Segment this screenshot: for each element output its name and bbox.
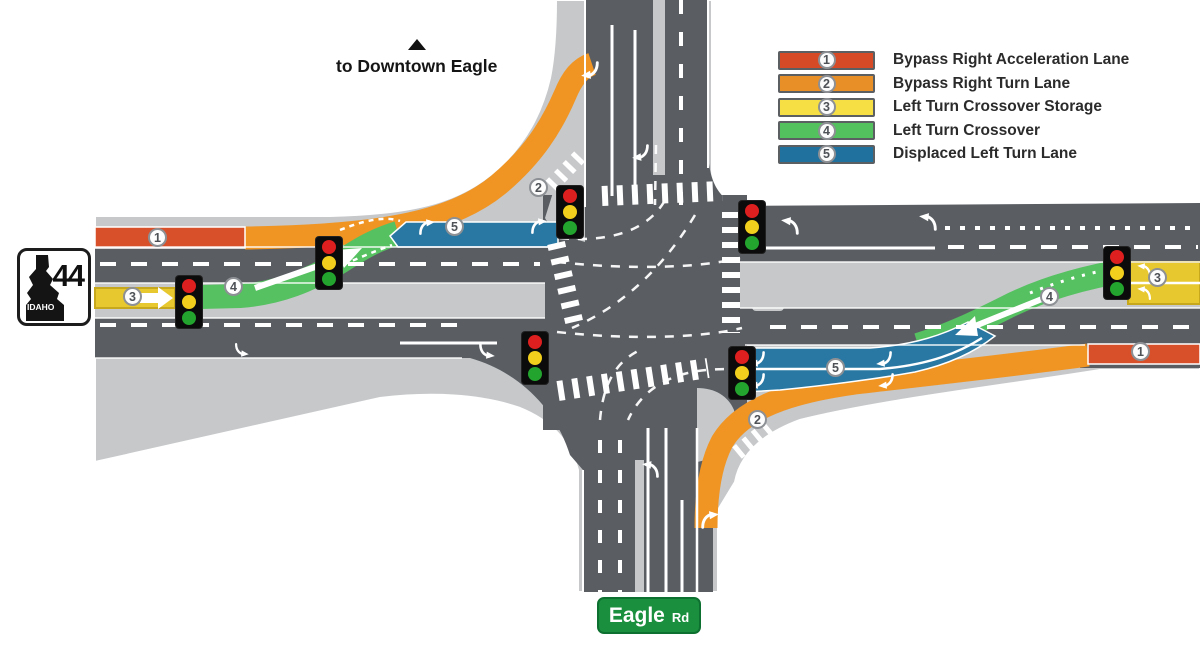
route-number: 44 [52, 258, 86, 293]
north-arrow-icon [408, 39, 426, 50]
legend-color-bar: 1 [778, 50, 875, 70]
legend-label: Bypass Right Turn Lane [893, 74, 1071, 92]
legend-color-bar: 2 [778, 74, 875, 93]
legend-badge: 2 [817, 74, 836, 93]
crosswalks [545, 146, 777, 459]
traffic-light-west-crossover [176, 276, 202, 328]
yellow-light [745, 220, 759, 234]
lane-marker-west-storage: 3 [123, 287, 142, 306]
red-light [182, 279, 196, 293]
crossover-arrowheads [140, 248, 978, 336]
lane-marker-east-storage: 3 [1148, 268, 1167, 287]
red-light [1110, 250, 1124, 264]
legend-item: 3 Left Turn Crossover Storage [778, 97, 1129, 117]
red-light [745, 204, 759, 218]
green-light [528, 367, 542, 381]
lane-marker-west-accel: 1 [148, 228, 167, 247]
eagle-rd-sign: Eagle Rd [597, 597, 701, 634]
lane-marker-west-displaced: 5 [445, 217, 464, 236]
traffic-light-east-crossover [1104, 247, 1130, 299]
legend-label: Left Turn Crossover [893, 121, 1040, 139]
green-light [1110, 282, 1124, 296]
legend-badge: 1 [817, 51, 836, 69]
traffic-light-west-median [316, 237, 342, 289]
legend-color-bar: 5 [778, 144, 875, 164]
traffic-light-northeast [739, 201, 765, 253]
legend-item: 4 Left Turn Crossover [778, 121, 1129, 141]
red-light [528, 335, 542, 349]
legend-badge: 4 [817, 121, 836, 140]
idaho-silhouette-icon [26, 255, 64, 321]
red-light [735, 350, 749, 364]
red-light [322, 240, 336, 254]
legend-color-bar: 3 [778, 97, 875, 117]
yellow-light [528, 351, 542, 365]
route-state-label: IDAHO [27, 302, 55, 312]
legend-badge: 5 [817, 145, 836, 163]
traffic-light-southeast [729, 347, 755, 399]
lane-marker-east-displaced: 5 [826, 358, 845, 377]
legend-item: 1 Bypass Right Acceleration Lane [778, 50, 1129, 70]
traffic-light-northwest [557, 186, 583, 238]
bypass-accel-lane-west [94, 226, 246, 249]
legend-item: 5 Displaced Left Turn Lane [778, 144, 1129, 164]
legend-item: 2 Bypass Right Turn Lane [778, 74, 1129, 94]
bypass-right-turn-lane-se [694, 343, 1090, 529]
road-name: Eagle [608, 603, 665, 627]
green-light [745, 236, 759, 250]
displaced-lane-east [744, 321, 997, 393]
intersection-guides [556, 144, 743, 421]
traffic-light-southwest [522, 332, 548, 384]
green-light [735, 382, 749, 396]
lane-marker-se-bypass: 2 [748, 410, 767, 429]
road-suffix: Rd [671, 609, 690, 625]
green-light [563, 221, 577, 235]
red-light [563, 189, 577, 203]
legend-label: Bypass Right Acceleration Lane [893, 51, 1130, 68]
legend-badge: 3 [817, 98, 836, 116]
green-light [322, 272, 336, 286]
lane-marker-east-crossover: 4 [1040, 287, 1059, 306]
lane-marker-nw-bypass: 2 [529, 178, 548, 197]
legend: 1 Bypass Right Acceleration Lane 2 Bypas… [778, 50, 1129, 164]
route-shield-id-44: 44 IDAHO [17, 248, 91, 326]
yellow-light [735, 366, 749, 380]
yellow-light [1110, 266, 1124, 280]
yellow-light [563, 205, 577, 219]
legend-label: Displaced Left Turn Lane [893, 145, 1078, 162]
legend-color-bar: 4 [778, 121, 875, 140]
yellow-light [182, 295, 196, 309]
legend-label: Left Turn Crossover Storage [893, 98, 1103, 115]
green-light [182, 311, 196, 325]
lane-marker-west-crossover: 4 [224, 277, 243, 296]
direction-label: to Downtown Eagle [336, 56, 498, 76]
lane-marker-east-accel: 1 [1131, 342, 1150, 361]
yellow-light [322, 256, 336, 270]
